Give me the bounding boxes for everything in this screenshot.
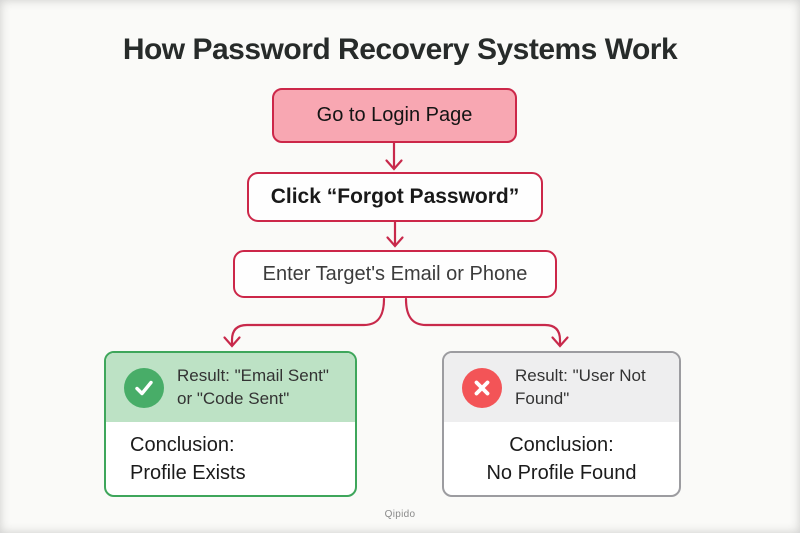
check-icon bbox=[124, 367, 164, 408]
outcome-result-header: Result: "Email Sent" or "Code Sent" bbox=[106, 353, 355, 422]
flow-step-label: Click “Forgot Password” bbox=[270, 185, 520, 208]
flow-step-go-to-login: Go to Login Page bbox=[272, 88, 517, 143]
conclusion-text: Conclusion: Profile Exists bbox=[130, 434, 246, 485]
watermark-label: Qipido bbox=[384, 509, 416, 520]
arrowhead-icon bbox=[551, 336, 569, 348]
flow-step-label: Enter Target's Email or Phone bbox=[262, 262, 528, 285]
result-text: Result: "Email Sent" or "Code Sent" bbox=[177, 366, 329, 408]
page-title: How Password Recovery Systems Work bbox=[122, 33, 678, 66]
result-text: Result: "User Not Found" bbox=[515, 366, 646, 408]
arrowhead-icon bbox=[385, 159, 403, 171]
outcome-profile-exists: Result: "Email Sent" or "Code Sent" Conc… bbox=[104, 351, 357, 497]
x-icon bbox=[462, 367, 502, 408]
flow-step-enter-email: Enter Target's Email or Phone bbox=[233, 250, 557, 298]
flow-step-forgot-password: Click “Forgot Password” bbox=[247, 172, 543, 222]
branch-left-connector bbox=[230, 297, 386, 347]
arrowhead-icon bbox=[223, 336, 241, 348]
flow-step-label: Go to Login Page bbox=[316, 104, 473, 126]
branch-right-connector bbox=[404, 297, 562, 347]
arrowhead-icon bbox=[386, 236, 404, 248]
conclusion-text: Conclusion: No Profile Found bbox=[486, 434, 637, 485]
outcome-result-header: Result: "User Not Found" bbox=[444, 353, 679, 422]
outcome-no-profile: Result: "User Not Found" Conclusion: No … bbox=[442, 351, 681, 497]
